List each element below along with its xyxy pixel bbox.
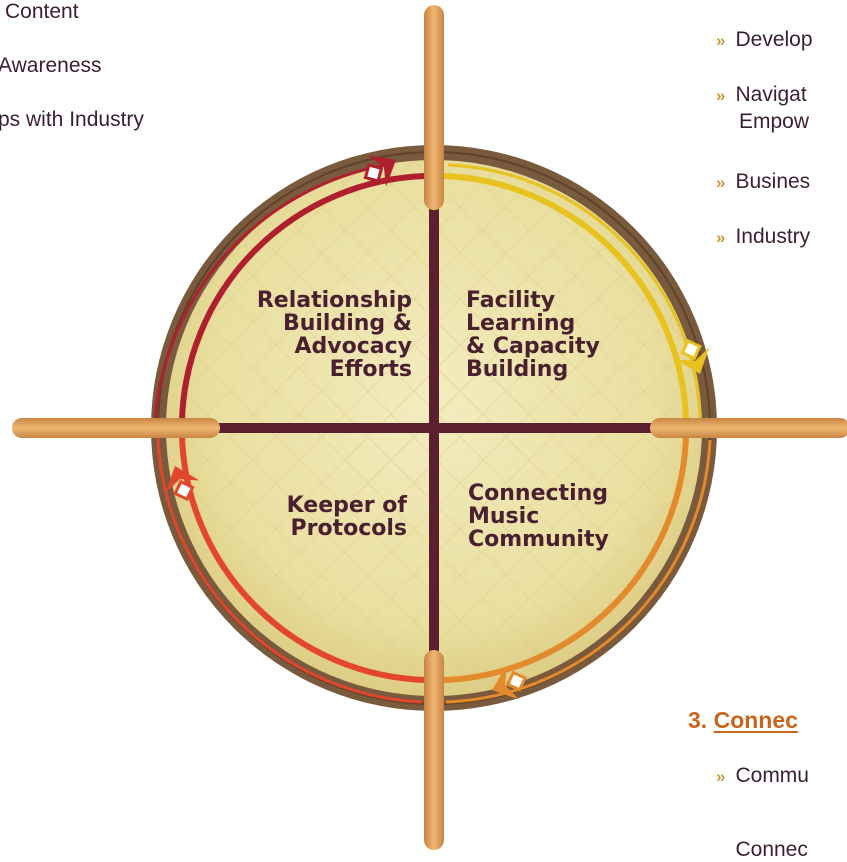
chevron-icon: »	[716, 228, 726, 247]
quadrant-line: Music	[468, 504, 540, 529]
bullet-text: Commu	[735, 764, 809, 787]
quadrant-label-bottom-right: Connecting Music Community	[468, 482, 648, 551]
quadrant-line: Building	[466, 357, 569, 382]
arc-yellow	[443, 173, 689, 421]
quadrant-line: Building &	[282, 311, 412, 336]
quadrant-line: Protocols	[290, 516, 407, 541]
quadrant-line: Relationship	[256, 288, 412, 313]
stick-bottom	[424, 650, 444, 850]
right-bullet-3: » Busines	[716, 170, 810, 194]
quadrant-line: Learning	[466, 311, 576, 336]
left-text-awareness: Awareness	[0, 54, 102, 77]
arrow-marker-orange-icon	[492, 665, 528, 700]
stick-left	[12, 418, 220, 438]
stick-right	[650, 418, 847, 438]
left-text-content: Content	[5, 0, 79, 23]
arrow-marker-yellow-icon	[675, 338, 710, 374]
left-text-partnerships: ps with Industry	[0, 108, 144, 131]
quadrant-label-top-left: Relationship Building & Advocacy Efforts	[238, 289, 412, 381]
section-number: 3.	[688, 707, 708, 733]
quadrant-line: Keeper of	[286, 493, 407, 518]
right-bullet-4: » Industry	[716, 225, 810, 249]
bullet-text: Navigat	[735, 83, 807, 106]
section-title-link[interactable]: Connec	[713, 707, 798, 733]
quadrant-label-bottom-left: Keeper of Protocols	[250, 494, 407, 540]
stick-top	[424, 5, 444, 210]
quadrant-label-top-right: Facility Learning & Capacity Building	[466, 289, 626, 381]
bullet-text-line2: Empow	[739, 110, 810, 133]
chevron-icon: »	[716, 173, 726, 192]
section-heading: 3. Connec	[688, 707, 798, 734]
bullet-text: Industry	[735, 225, 811, 248]
quadrant-line: Advocacy	[294, 334, 413, 359]
quadrant-line: & Capacity	[466, 334, 600, 359]
quadrant-line: Community	[468, 527, 609, 552]
bullet-text: Busines	[735, 170, 811, 193]
bullet-text: Develop	[735, 28, 813, 51]
quadrant-line: Efforts	[329, 357, 412, 382]
sub-bullet-1: » Commu	[716, 764, 809, 788]
arrow-marker-red-icon	[363, 155, 396, 187]
arc-red	[179, 173, 426, 422]
chevron-icon: »	[716, 31, 726, 50]
right-bullet-2: » Navigat Empow	[716, 82, 809, 135]
crossbar-horizontal	[170, 423, 698, 433]
right-bullet-1: » Develop	[716, 28, 813, 52]
quadrant-line: Connecting	[468, 481, 609, 506]
arc-orange	[443, 435, 689, 683]
chevron-icon: »	[716, 86, 726, 105]
chevron-icon: »	[716, 767, 726, 786]
arrow-marker-redorange-icon	[165, 466, 200, 502]
quadrant-line: Facility	[466, 288, 556, 313]
